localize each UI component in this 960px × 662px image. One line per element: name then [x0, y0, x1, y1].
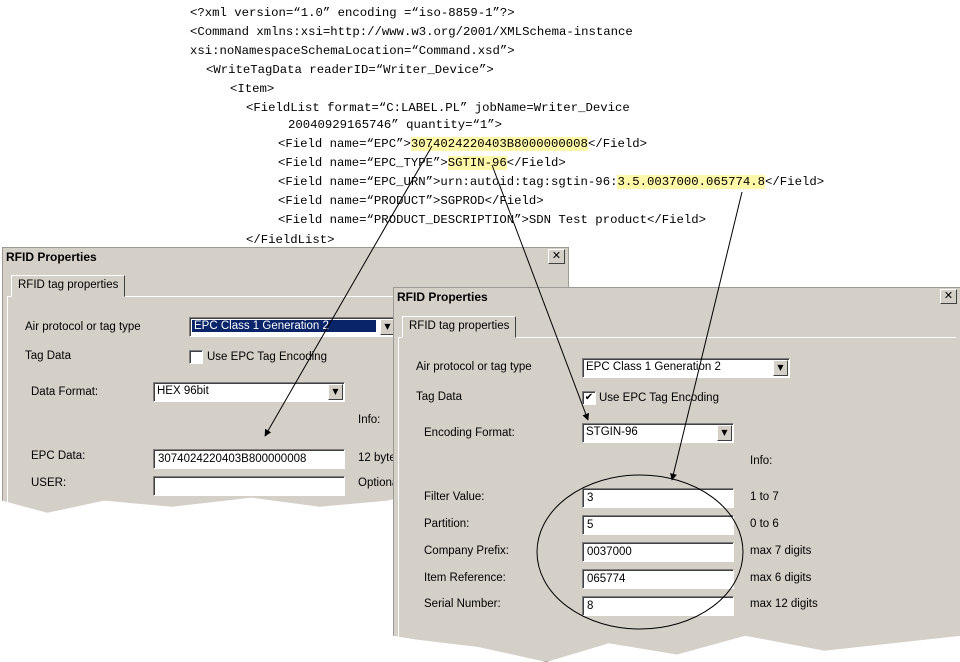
epc-type-highlight: SGTIN-96 [447, 156, 507, 170]
xml-line: <WriteTagData readerID=“Writer_Device”> [206, 63, 494, 77]
data-format-label: Data Format: [31, 386, 99, 398]
use-epc-encoding-label: Use EPC Tag Encoding [207, 351, 327, 363]
xml-line: xsi:noNamespaceSchemaLocation=“Command.x… [190, 44, 515, 58]
data-format-select[interactable]: HEX 96bit ▼ [153, 382, 345, 402]
close-button[interactable]: ✕ [940, 289, 957, 304]
partition-info: 0 to 6 [750, 518, 779, 530]
item-reference-input[interactable]: 065774 [582, 569, 734, 589]
title-bar: RFID Properties ✕ [3, 248, 568, 266]
data-format-value: HEX 96bit [157, 385, 209, 397]
xml-line: </FieldList> [246, 233, 335, 247]
epc-data-label: EPC Data: [31, 450, 86, 462]
title-bar: RFID Properties ✕ [394, 288, 960, 306]
air-protocol-value: EPC Class 1 Generation 2 [586, 361, 721, 373]
air-protocol-value: EPC Class 1 Generation 2 [192, 320, 376, 332]
info-label: Info: [358, 414, 381, 426]
use-epc-encoding-checkbox[interactable] [189, 350, 203, 364]
xml-text: </Field> [587, 137, 647, 151]
air-protocol-label: Air protocol or tag type [25, 321, 141, 333]
xml-text: <Field name=“EPC_URN”>urn:autoid:tag:sgt… [278, 175, 618, 189]
tab-rfid-tag-properties[interactable]: RFID tag properties [11, 275, 126, 297]
dialog-title: RFID Properties [6, 250, 97, 264]
xml-line-epc: <Field name=“EPC”>3074024220403B80000000… [278, 136, 647, 152]
company-prefix-label: Company Prefix: [424, 545, 510, 557]
rfid-properties-dialog-sgtin: RFID Properties ✕ RFID tag properties Ai… [393, 287, 960, 662]
filter-value-input[interactable]: 3 [582, 488, 734, 508]
xml-text: </Field> [506, 156, 566, 170]
xml-line: <FieldList format=“C:LABEL.PL” jobName=W… [246, 101, 630, 115]
xml-line-epc-type: <Field name=“EPC_TYPE”>SGTIN-96</Field> [278, 155, 566, 171]
partition-input[interactable]: 5 [582, 515, 734, 535]
company-prefix-input[interactable]: 0037000 [582, 542, 734, 562]
item-reference-label: Item Reference: [424, 572, 506, 584]
use-epc-encoding-checkbox[interactable]: ✔ [582, 391, 596, 405]
xml-line: <Field name=“PRODUCT_DESCRIPTION”>SDN Te… [278, 213, 707, 227]
user-input[interactable] [153, 476, 345, 496]
air-protocol-label: Air protocol or tag type [416, 361, 532, 373]
xml-line: <Item> [230, 82, 275, 96]
epc-data-info: 12 byte [358, 452, 396, 464]
company-prefix-info: max 7 digits [750, 545, 812, 557]
dialog-title: RFID Properties [397, 290, 488, 304]
serial-number-label: Serial Number: [424, 598, 501, 610]
xml-line: <Field name=“PRODUCT”>SGPROD</Field> [278, 194, 544, 208]
serial-number-input[interactable]: 8 [582, 596, 734, 616]
xml-line: <?xml version=“1.0” encoding =“iso-8859-… [190, 6, 515, 20]
encoding-format-select[interactable]: STGIN-96 ▼ [582, 423, 734, 443]
epc-data-input[interactable]: 3074024220403B800000008 [153, 449, 345, 469]
close-button[interactable]: ✕ [548, 249, 565, 264]
tab-rfid-tag-properties[interactable]: RFID tag properties [402, 316, 517, 338]
xml-line: <Command xmlns:xsi=http://www.w3.org/200… [190, 25, 633, 39]
air-protocol-select[interactable]: EPC Class 1 Generation 2 ▼ [189, 317, 397, 337]
serial-number-info: max 12 digits [750, 598, 818, 610]
air-protocol-select[interactable]: EPC Class 1 Generation 2 ▼ [582, 358, 790, 378]
chevron-down-icon[interactable]: ▼ [773, 360, 788, 376]
xml-snippet: <?xml version=“1.0” encoding =“iso-8859-… [0, 0, 960, 260]
chevron-down-icon[interactable]: ▼ [717, 425, 732, 441]
epc-urn-highlight: 3.5.0037000.065774.8 [617, 175, 766, 189]
info-label: Info: [750, 455, 773, 467]
chevron-down-icon[interactable]: ▼ [328, 384, 343, 400]
xml-line-epc-urn: <Field name=“EPC_URN”>urn:autoid:tag:sgt… [278, 174, 824, 190]
chevron-down-icon[interactable]: ▼ [380, 319, 395, 335]
encoding-format-value: STGIN-96 [586, 426, 638, 438]
xml-text: </Field> [765, 175, 825, 189]
encoding-format-label: Encoding Format: [424, 427, 515, 439]
tag-data-label: Tag Data [416, 391, 463, 403]
xml-line: 20040929165746” quantity=“1”> [288, 118, 503, 132]
filter-value-info: 1 to 7 [750, 491, 779, 503]
item-reference-info: max 6 digits [750, 572, 812, 584]
xml-text: <Field name=“EPC_TYPE”> [278, 156, 448, 170]
xml-text: <Field name=“EPC”> [278, 137, 411, 151]
user-label: USER: [31, 477, 67, 489]
filter-value-label: Filter Value: [424, 491, 485, 503]
use-epc-encoding-label: Use EPC Tag Encoding [599, 392, 719, 404]
tag-data-label: Tag Data [25, 350, 72, 362]
user-info: Optiona [358, 477, 399, 489]
epc-hex-highlight: 3074024220403B8000000008 [410, 137, 588, 151]
partition-label: Partition: [424, 518, 470, 530]
